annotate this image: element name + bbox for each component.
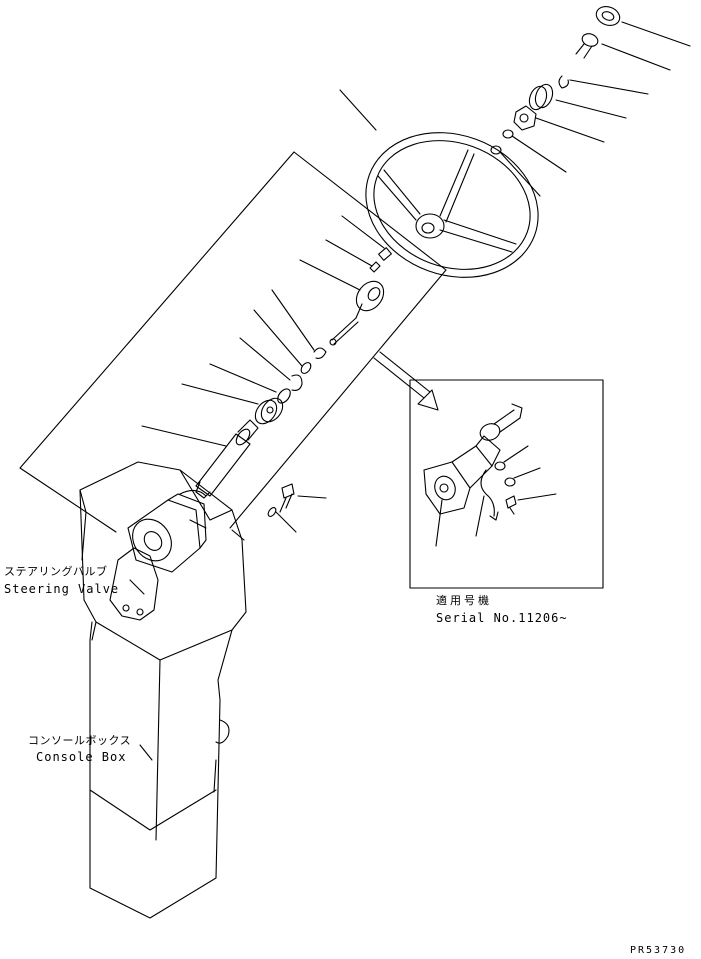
label-leader-lines xyxy=(129,579,153,761)
console-box-label-en: Console Box xyxy=(36,750,127,764)
inset-column-assembly xyxy=(423,403,557,547)
horn-cap-hardware xyxy=(490,6,691,197)
steering-valve xyxy=(109,489,207,621)
steering-wheel xyxy=(339,89,539,278)
serial-label-jp: 適用号機 xyxy=(436,594,492,607)
inset-detail-frame xyxy=(409,379,604,589)
steering-valve-label-en: Steering Valve xyxy=(4,582,120,596)
serial-label-en: Serial No.11206~ xyxy=(436,611,568,625)
steering-shaft xyxy=(195,247,392,499)
column-leader-lines xyxy=(141,215,385,447)
drawing-code: PR53730 xyxy=(630,945,687,956)
detail-arrow xyxy=(373,351,439,411)
steering-valve-label-jp: ステアリングバルブ xyxy=(4,565,108,578)
console-box xyxy=(79,461,247,919)
mounting-bolt xyxy=(267,483,327,533)
column-detail-frame xyxy=(19,151,447,533)
console-box-label-jp: コンソールボックス xyxy=(28,734,132,747)
